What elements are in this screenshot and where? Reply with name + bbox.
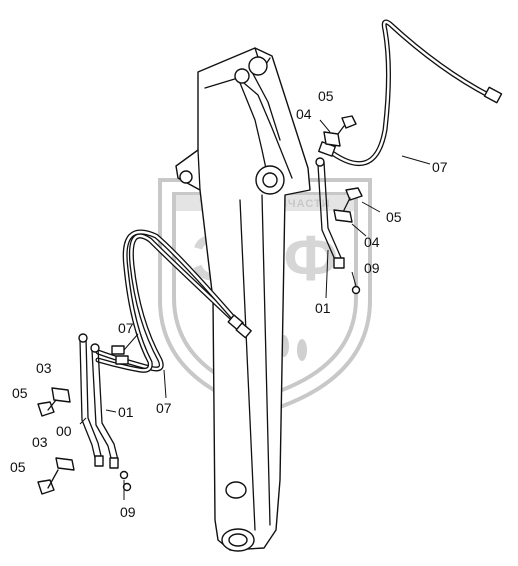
clamp-04-top [323,131,341,147]
label-04-mid: 04 [364,234,380,250]
clamp-03-upper [51,387,71,403]
pipe-01-left-bottom-fitting [109,457,119,469]
hose-07-right [318,19,503,167]
hose-07-right-end-fitting [483,86,503,104]
arm-bracket-edge [204,77,293,179]
mid-pin-hole [262,172,278,188]
pipe-00-top-fitting [78,333,88,343]
top-pin-hole [234,68,250,84]
arm-web-line-2 [261,194,271,526]
hose-07-left-start-fitting-a [111,345,125,355]
label-01-right: 01 [315,300,331,316]
pipe-01-right [315,157,361,295]
hose-07-left-end-fitting-b [235,322,252,339]
bottom-pin-hole [228,533,248,547]
label-07-left-lower: 07 [156,400,172,416]
leader-lines [79,119,431,500]
arm-body [175,47,311,552]
clamp-04-mid [333,209,353,223]
label-03-lower: 03 [32,434,48,450]
label-05-mid: 05 [386,209,402,225]
bolt-05-mid [343,187,363,211]
plug-09-a [119,470,129,480]
pipe-assembly-left [78,333,132,492]
lower-pin-boss [225,481,247,499]
plug-09-b [122,482,132,492]
arm-front-edge [197,149,201,191]
label-01-left: 01 [118,404,134,420]
label-09-right: 09 [364,260,380,276]
clamp-03-lower [55,457,75,471]
pipe-01-left-top-fitting [90,343,100,353]
label-05-left-lower: 05 [10,459,26,475]
pipe-01-right-bottom-fitting [333,257,345,269]
pipe-01-right-top-fitting [315,157,325,167]
label-00: 00 [56,423,72,439]
plug-09-right [351,285,361,295]
label-04-top: 04 [296,106,312,122]
bolt-05-left-lower [37,469,59,495]
bolt-05-left-upper [37,399,57,417]
arm-web-line [239,199,256,531]
label-05-left-upper: 05 [12,385,28,401]
hose-07-left [95,229,252,373]
pipe-00-bottom-fitting [94,455,104,467]
label-07-right: 07 [432,159,448,175]
arm-bracket-plate [237,77,269,179]
label-07-left-upper: 07 [118,320,134,336]
label-05-top: 05 [318,88,334,104]
top-pin-boss [248,56,268,76]
label-03-upper: 03 [36,360,52,376]
callout-labels: 05 04 07 05 04 09 01 07 07 03 05 00 01 0… [10,88,448,520]
arm-bracket-plate-2 [251,71,281,141]
arm-outline [175,47,311,551]
hose-07-left-start-fitting-b [115,355,129,365]
label-09-bottom: 09 [120,504,136,520]
front-pin-hole [179,170,193,184]
bolt-05-top [337,115,357,135]
